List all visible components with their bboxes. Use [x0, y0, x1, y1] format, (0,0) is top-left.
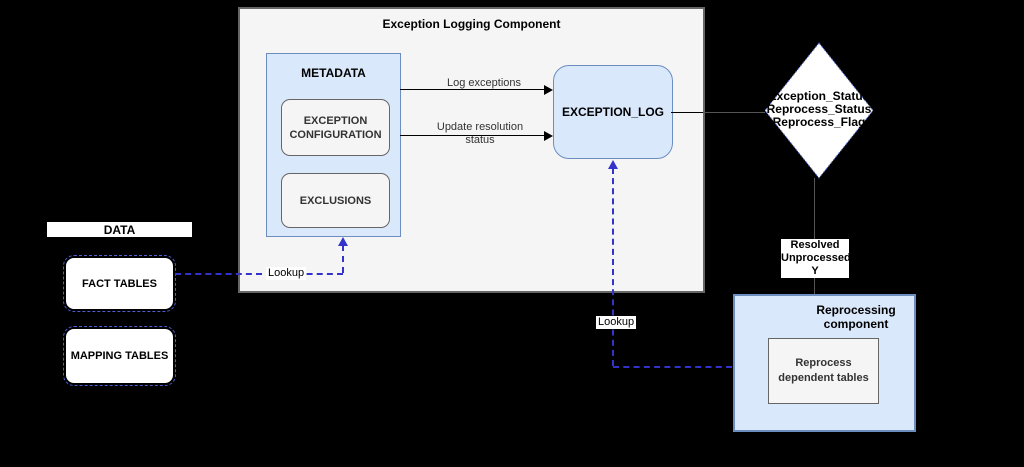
decision-diamond-text: Exception_Status Reprocess_Status Reproc… — [739, 90, 899, 129]
diamond-line-3: Reprocess_Flag — [772, 115, 866, 129]
reprocess-lookup-label: Lookup — [596, 316, 637, 329]
reprocess-dependent-tables-node: Reprocess dependent tables — [768, 338, 879, 404]
exclusions-node: EXCLUSIONS — [281, 173, 390, 228]
log-exceptions-arrowhead-icon — [544, 85, 553, 95]
log-exceptions-line — [400, 89, 545, 90]
reprocessing-component-title: Reprocessing component — [816, 303, 896, 331]
exception-logging-component-title: Exception Logging Component — [382, 17, 561, 31]
fact-lookup-label: Lookup — [266, 267, 307, 280]
update-resolution-arrowhead-icon — [544, 131, 553, 141]
log-exceptions-label: Log exceptions — [447, 77, 521, 89]
diamond-line-1: Exception_Status — [768, 89, 870, 103]
reprocess-lookup-arrowhead-icon — [608, 160, 618, 169]
update-resolution-label: Update resolution status — [436, 121, 524, 146]
resolved-branch-label: Resolved Unprocessed Y — [781, 239, 851, 278]
diamond-branch-line-mid — [814, 278, 815, 295]
fact-tables-node: FACT TABLES — [62, 254, 177, 313]
data-panel-header: DATA — [46, 221, 193, 238]
reprocess-lookup-vline — [612, 168, 614, 366]
exception-log-to-diamond-line-outer — [703, 112, 765, 113]
fact-lookup-vline — [342, 245, 344, 273]
fact-lookup-hline — [175, 273, 343, 275]
fact-lookup-arrowhead-icon — [338, 237, 348, 246]
update-resolution-line — [400, 135, 545, 136]
exception-log-node: EXCEPTION_LOG — [553, 65, 673, 159]
diamond-branch-line-upper — [814, 178, 815, 239]
reprocess-lookup-hline — [613, 366, 732, 368]
diamond-line-2: Reprocess_Status — [766, 102, 872, 116]
metadata-title: METADATA — [301, 66, 366, 80]
exception-log-to-diamond-line-inner — [671, 112, 703, 113]
exception-configuration-node: EXCEPTION CONFIGURATION — [281, 99, 390, 156]
decision-diamond-shape — [764, 42, 874, 179]
mapping-tables-node: MAPPING TABLES — [62, 325, 177, 387]
